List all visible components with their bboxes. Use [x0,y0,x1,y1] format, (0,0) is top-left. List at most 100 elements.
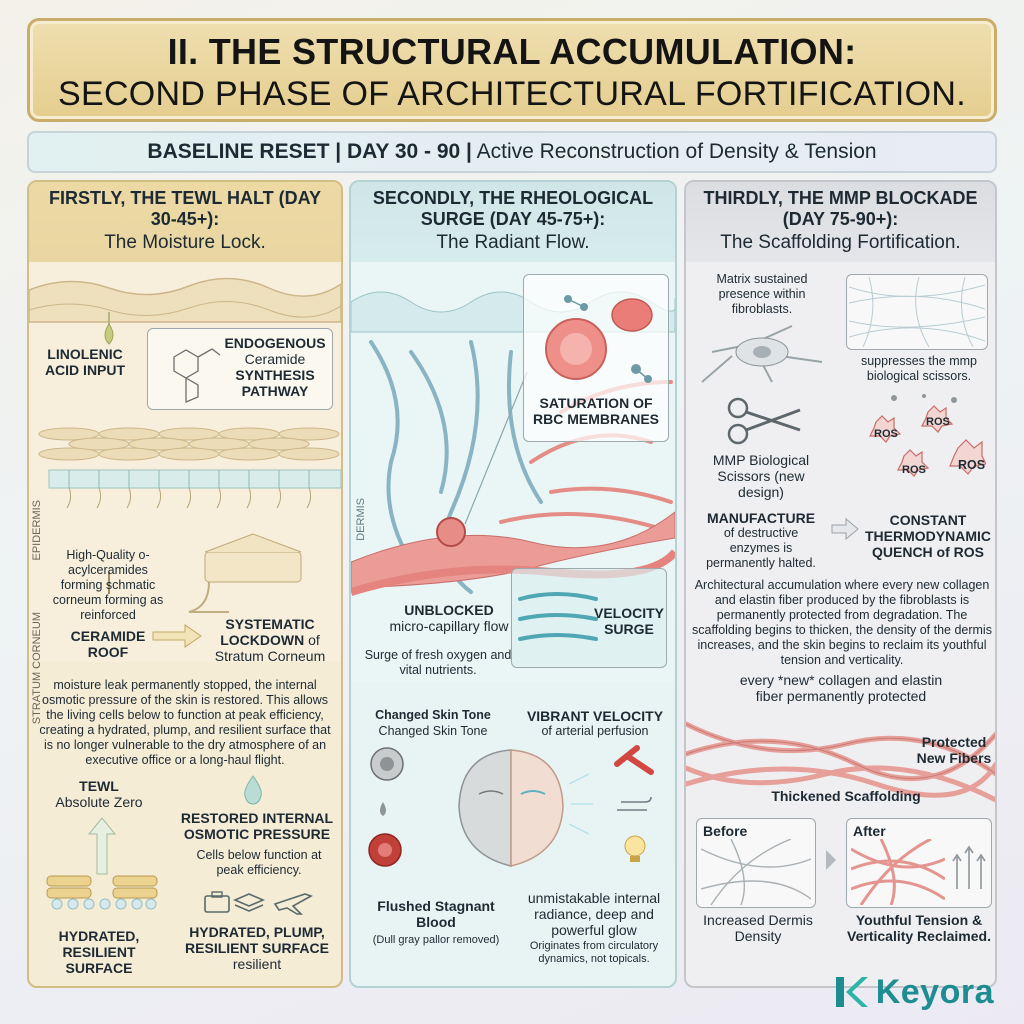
face-illustration [368,745,654,867]
panel2-header: SECONDLY, THE RHEOLOGICAL SURGE (DAY 45-… [351,182,675,262]
restored-label: RESTORED INTERNAL OSMOTIC PRESSURE [180,810,334,842]
airplane-icon [273,893,313,915]
ros-particles [869,394,986,477]
ros-label-4: ROS [958,458,986,472]
protected-label: Protected New Fibers [916,734,992,766]
manufacture-rest-label: of destructive enzymes is permanently ha… [706,526,816,570]
fibroblast-icon [701,325,823,383]
resilient-label: resilient [232,956,282,972]
title-banner: II. THE STRUCTURAL ACCUMULATION: SECOND … [27,18,997,122]
dull-label: (Dull gray pallor removed) [372,934,500,946]
rbc-cell-icon [545,295,653,383]
mmp-scissors-label: MMP Biological Scissors (new design) [712,452,810,500]
changed-tone-2: Changed Skin Tone [378,724,488,738]
systematic-rest: of Stratum Corneum [214,632,326,664]
rbc-inset-box: SATURATION OF RBC MEMBRANES [523,274,669,442]
hydrated-right-label: HYDRATED, PLUMP, RESILIENT SURFACE [185,924,329,956]
panel3-heading: THIRDLY, THE MMP BLOCKADE (DAY 75-90+): [703,188,978,229]
vibrant-label: VIBRANT VELOCITY [526,708,664,724]
vibrant-rest-label: of arterial perfusion [541,724,649,738]
unblocked-bold: UNBLOCKED [404,602,494,618]
chevron-right-icon [826,850,836,870]
panel3-header: THIRDLY, THE MMP BLOCKADE (DAY 75-90+): … [686,182,995,262]
arrow-right-icon [152,624,202,648]
panel2-subheading: The Radiant Flow. [436,232,590,253]
panel1-subheading: The Moisture Lock. [104,232,266,253]
cells-below-label: Cells below function at peak efficiency. [196,848,322,877]
panel3-subheading: The Scaffolding Fortification. [720,232,961,253]
ros-label-2: ROS [926,416,950,428]
manufacture-bold-label: MANUFACTURE [706,510,816,526]
arrow-right-icon [831,517,859,541]
ceramide-roof-label: CERAMIDE ROOF [70,628,146,660]
brand-name: Keyora [875,972,994,1011]
baseline-bar: BASELINE RESET | DAY 30 - 90 | Active Re… [27,131,997,173]
before-box: Before [696,818,816,908]
scissors-icon [727,397,801,445]
systematic-label: SYSTEMATIC LOCKDOWN of Stratum Corneum [205,616,335,664]
lightbulb-icon [624,835,646,862]
molecule-icon [173,348,221,403]
layers-icon [232,893,266,912]
saturation-label: SATURATION OF RBC MEMBRANES [533,395,659,427]
panel-mmp-blockade: THIRDLY, THE MMP BLOCKADE (DAY 75-90+): … [684,180,997,988]
panel1-header: FIRSTLY, THE TEWL HALT (DAY 30-45+): The… [29,182,341,262]
baseline-rest: Active Reconstruction of Density & Tensi… [471,140,877,163]
brand-logo: Keyora [834,972,994,1012]
youthful-label: Youthful Tension & Verticality Reclaimed… [847,912,991,944]
barrier-illustration [46,817,158,910]
fiber-mesh-box [846,274,988,350]
velocity-arrows-icon [518,592,598,641]
vessel-icon [614,745,654,775]
ceramide-label: Ceramide [244,351,306,367]
sparse-fibers-icon [701,839,811,905]
after-label: After [853,823,886,839]
endogenous-label: ENDOGENOUS [224,335,326,351]
dermis-side-label: DERMIS [355,498,367,541]
velocity-label: VELOCITY SURGE [593,605,664,637]
glow-rays [568,773,593,835]
panel-tewl-halt: FIRSTLY, THE TEWL HALT (DAY 30-45+): The… [27,180,343,988]
increased-label: Increased Dermis Density [703,912,813,944]
flushed-label: Flushed Stagnant Blood [377,898,495,930]
panel2-heading: SECONDLY, THE RHEOLOGICAL SURGE (DAY 45-… [372,188,654,229]
thickened-label: Thickened Scaffolding [771,788,921,804]
linolenic-label: LINOLENIC ACID INPUT [44,346,126,378]
keyora-logo-icon [835,977,868,1007]
synthesis-label: SYNTHESIS PATHWAY [235,367,315,399]
synthesis-box: ENDOGENOUS Ceramide SYNTHESIS PATHWAY [147,328,333,410]
baseline-bold: BASELINE RESET | DAY 30 - 90 | [147,140,472,163]
panel3-paragraph: Architectural accumulation where every n… [692,578,992,667]
before-label: Before [703,823,748,839]
wind-icon [617,796,652,811]
ros-label-1: ROS [874,428,898,440]
after-box: After [846,818,992,908]
unblocked-rest: micro-capillary flow [389,618,509,634]
panel1-paragraph: moisture leak permanently stopped, the i… [39,678,331,767]
title-line1: II. THE STRUCTURAL ACCUMULATION: [167,31,857,72]
hydrated-left-label: HYDRATED, RESILIENT SURFACE [58,928,140,976]
surge-label: Surge of fresh oxygen and vital nutrient… [364,648,512,677]
panel-rheological-surge: SECONDLY, THE RHEOLOGICAL SURGE (DAY 45-… [349,180,677,988]
changed-tone-1: Changed Skin Tone [375,708,491,722]
ros-label-3: ROS [902,464,926,476]
radiance-label: unmistakable internal radiance, deep and… [527,890,661,938]
originates-label: Originates from circulatory dynamics, no… [529,940,659,965]
velocity-box: VELOCITY SURGE [511,568,667,668]
tewl-label: TEWL [79,778,119,794]
dense-fibers-icon [851,839,945,905]
briefcase-icon [204,891,230,913]
suppresses-label: suppresses the mmp biological scissors. [860,354,978,383]
tewl-zero-label: Absolute Zero [55,794,143,810]
up-arrows-icon [952,845,986,889]
fiber-mesh-icon [849,277,985,347]
epidermis-side-label: EPIDERMIS [31,500,43,561]
travel-icons [204,891,313,915]
every-new-label: every *new* collagen and elastin fiber p… [739,672,943,704]
matrix-label: Matrix sustained presence within fibrobl… [716,272,808,316]
constant-label: CONSTANT THERMODYNAMIC QUENCH of ROS [865,512,991,560]
systematic-bold: SYSTEMATIC LOCKDOWN [220,616,315,648]
panel1-heading: FIRSTLY, THE TEWL HALT (DAY 30-45+): [48,188,321,229]
